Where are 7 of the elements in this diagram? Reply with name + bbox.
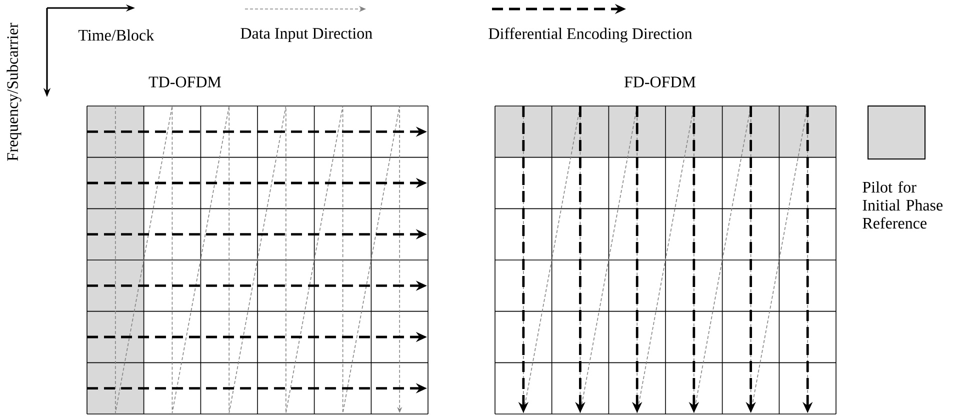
axis-label: Frequency/Subcarrier <box>6 22 22 161</box>
grid-title: TD-OFDM <box>148 76 221 88</box>
legend-text: Differential Encoding Direction <box>488 28 692 42</box>
legend-text: Pilot for Initial Phase Reference <box>862 181 943 229</box>
axis-label: Time/Block <box>78 29 154 41</box>
grid-title: FD-OFDM <box>624 76 696 88</box>
legend-text: Data Input Direction <box>240 28 372 42</box>
